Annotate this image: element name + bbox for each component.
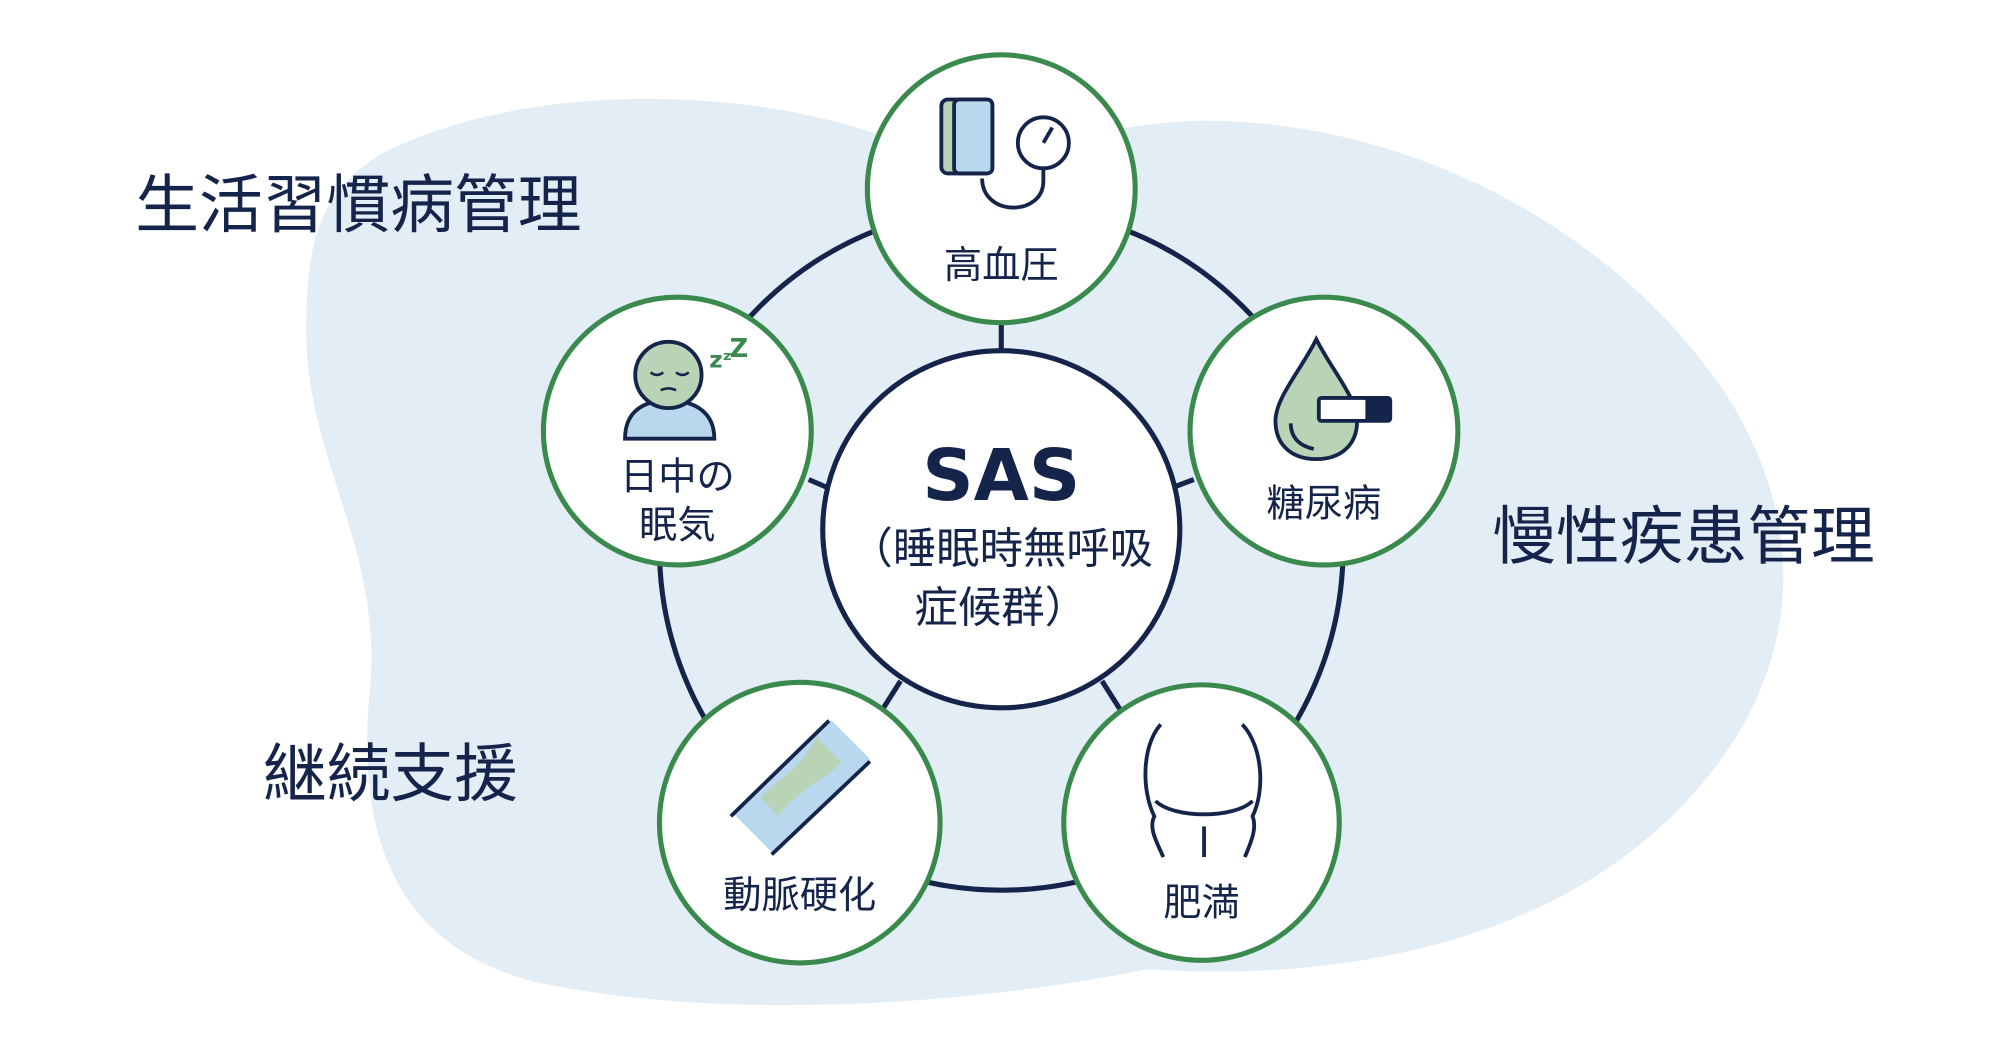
node-diabetes: 糖尿病 [1187, 294, 1461, 568]
center-subtitle-1: （睡眠時無呼吸 [850, 525, 1154, 575]
blood-drop-glucose-icon [1273, 334, 1393, 462]
artery-plaque-icon [729, 719, 872, 856]
node-hypertension: 高血圧 [864, 52, 1138, 326]
node-label-line2: 眠気 [639, 503, 716, 548]
node-label: 糖尿病 [1267, 482, 1382, 527]
zzz-glyph: Z [730, 334, 749, 364]
center-subtitle-2: 症候群） [915, 583, 1088, 633]
label-continuous-support: 継続支援 [263, 738, 518, 812]
center-title: SAS [922, 434, 1080, 517]
node-label: 高血圧 [944, 243, 1059, 288]
sleepy-person-icon: zᶻ Z [623, 334, 749, 441]
label-lifestyle-disease-management: 生活習慣病管理 [135, 169, 581, 243]
node-label-line1: 日中の [620, 455, 735, 500]
node-label: 肥満 [1163, 881, 1240, 926]
abdomen-obesity-icon [1143, 723, 1263, 858]
node-label: 動脈硬化 [723, 873, 876, 918]
center-node: SAS （睡眠時無呼吸 症候群） [820, 348, 1183, 711]
blood-pressure-monitor-icon [939, 97, 1071, 210]
node-obesity: 肥満 [1061, 682, 1342, 963]
node-daytime-sleepiness: zᶻ Z 日中の 眠気 [540, 294, 814, 568]
label-chronic-disease-management: 慢性疾患管理 [1492, 501, 1875, 575]
node-arteriosclerosis: 動脈硬化 [656, 679, 943, 966]
zzz-glyph: zᶻ [709, 347, 732, 373]
